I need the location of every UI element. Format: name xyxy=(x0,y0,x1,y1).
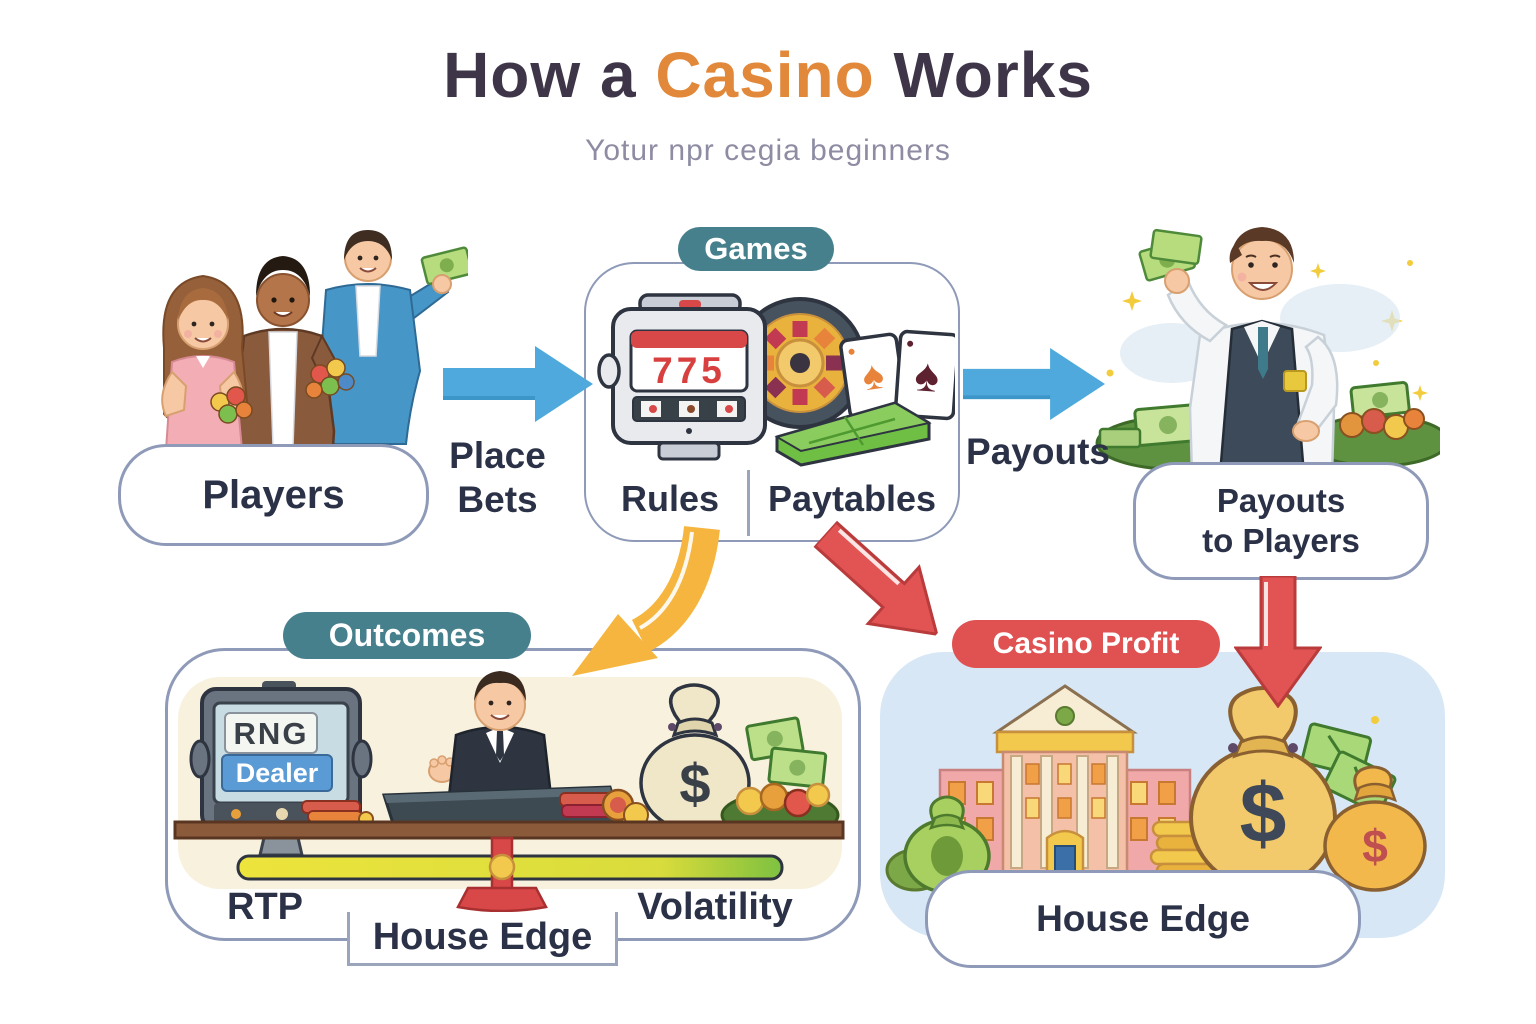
slot-machine-icon: 775 xyxy=(597,293,767,461)
title-highlight: Casino xyxy=(655,39,875,111)
svg-text:$: $ xyxy=(1362,820,1388,872)
payouts-to-players-box: Payouts to Players xyxy=(1133,462,1429,580)
rtp-label: RTP xyxy=(227,886,303,928)
money-bag-icon: $ xyxy=(1189,686,1337,890)
roulette-wheel-icon xyxy=(734,297,866,429)
subtitle: Yotur npr cegia beginners xyxy=(585,134,951,167)
player-blue-jacket xyxy=(318,230,468,445)
rng-dealer-monitor: RNG Dealer xyxy=(189,681,373,857)
chips-stack-icon xyxy=(601,788,649,828)
payouts-box-line2: to Players xyxy=(1202,522,1360,559)
slot-display: 775 xyxy=(652,350,726,391)
title-part2: Works xyxy=(874,39,1093,111)
games-rules-label: Rules xyxy=(620,478,720,519)
players-box: Players xyxy=(118,444,429,546)
arrow-right-icon xyxy=(963,348,1105,420)
title-part1: How a xyxy=(443,39,656,111)
casino-profit-badge: Casino Profit xyxy=(952,620,1220,668)
place-bets-label: Place Bets xyxy=(449,435,546,520)
outcomes-illustration: RNG Dealer xyxy=(173,671,845,913)
arrow-down-icon xyxy=(1234,576,1322,708)
chips-pile-icon xyxy=(1306,381,1440,468)
casino-chips-icon xyxy=(210,386,253,424)
svg-text:Dealer: Dealer xyxy=(236,758,319,788)
house-edge-tab: House Edge xyxy=(347,912,618,966)
playing-cards-icon: ♠ ♠ xyxy=(839,329,955,421)
payouts-label: Payouts xyxy=(966,431,1110,472)
diagonal-arrow-down-icon xyxy=(794,500,967,669)
profit-house-edge-box: House Edge xyxy=(925,870,1361,968)
games-label-divider xyxy=(747,470,750,536)
games-paytables-label: Paytables xyxy=(767,478,937,519)
money-bag-icon xyxy=(885,795,991,894)
curved-arrow-down-icon xyxy=(572,526,720,676)
profit-house-edge-label: House Edge xyxy=(1036,898,1250,939)
dealer-payout-illustration xyxy=(1095,227,1440,475)
card-table-icon xyxy=(774,401,932,467)
money-bag-icon: $ xyxy=(1323,765,1427,892)
payouts-box-line1: Payouts xyxy=(1216,482,1346,520)
svg-text:$: $ xyxy=(1240,766,1287,860)
page-title: How a Casino Works xyxy=(0,38,1536,112)
outcomes-house-edge-label: House Edge xyxy=(372,916,593,959)
games-badge: Games xyxy=(678,227,834,271)
arrow-right-icon xyxy=(443,346,593,422)
outcomes-badge: Outcomes xyxy=(283,612,531,659)
svg-text:♠: ♠ xyxy=(913,348,941,402)
balance-scale xyxy=(173,820,845,913)
games-illustration: ♠ ♠ 775 xyxy=(597,293,955,467)
players-label: Players xyxy=(202,472,345,517)
svg-text:$: $ xyxy=(679,752,710,815)
casino-chips-icon xyxy=(305,358,355,399)
dealer-figure xyxy=(1138,227,1339,475)
svg-text:RNG: RNG xyxy=(234,716,309,751)
volatility-label: Volatility xyxy=(637,886,793,928)
